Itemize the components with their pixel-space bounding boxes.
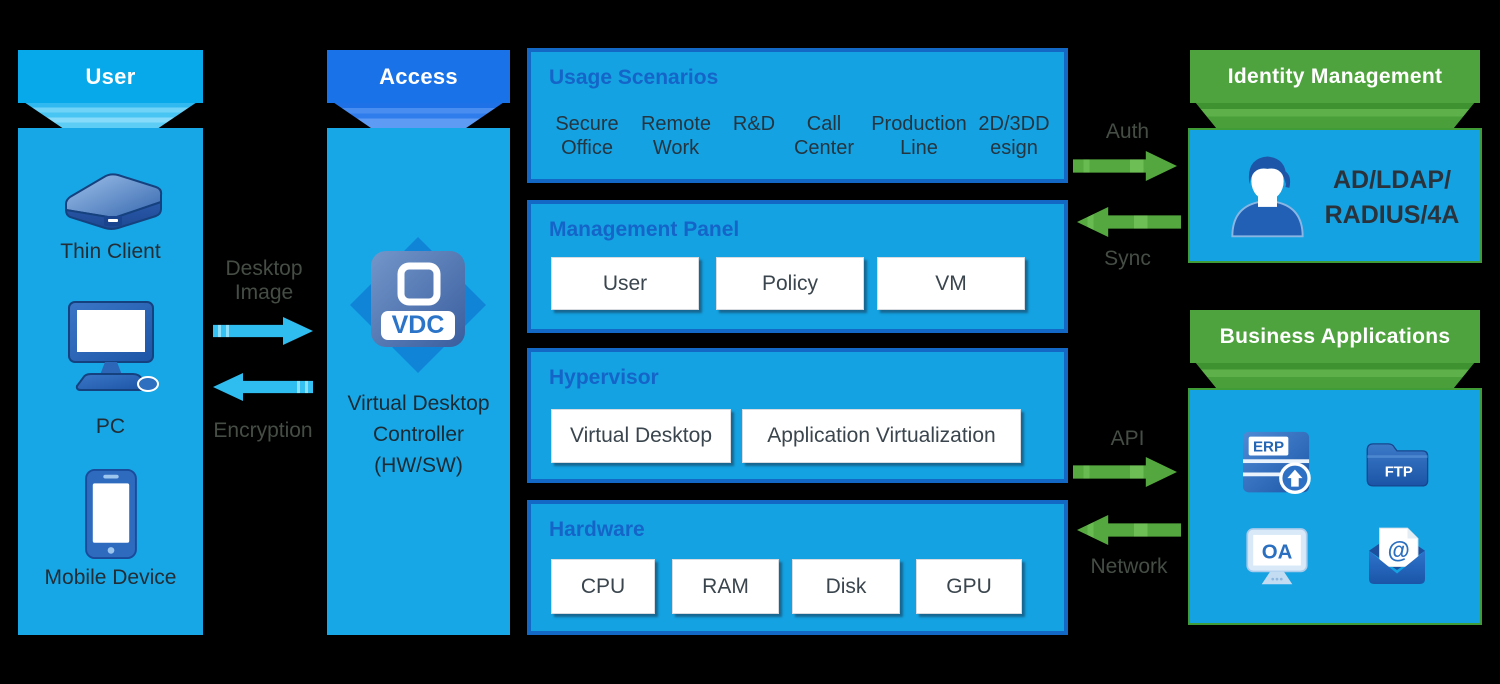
email-at-glyph: @: [1388, 537, 1410, 563]
user-panel-header: User: [18, 50, 203, 103]
access-panel-title: Access: [379, 63, 458, 89]
identity-funnel-shape: [1195, 103, 1475, 128]
hardware-box-disk: Disk: [792, 559, 900, 614]
hardware-box-gpu: GPU: [916, 559, 1022, 614]
sync-arrow-icon: [1077, 207, 1181, 237]
identity-panel-body: AD/LDAP/ RADIUS/4A: [1188, 128, 1482, 263]
mobile-phone-icon: [85, 468, 137, 560]
hardware-panel: Hardware CPU RAM Disk GPU: [527, 500, 1068, 635]
encryption-arrow-icon: [213, 373, 313, 401]
identity-protocols-text: AD/LDAP/ RADIUS/4A: [1324, 166, 1460, 229]
hardware-box-ram: RAM: [672, 559, 779, 614]
vdc-badge-text: VDC: [392, 311, 445, 339]
desktop-image-label: Desktop Image: [225, 257, 303, 304]
ftp-label: FTP: [1385, 464, 1413, 480]
identity-management-header: Identity Management: [1190, 50, 1480, 103]
hardware-box-cpu: CPU: [551, 559, 655, 614]
auth-label: Auth: [1105, 120, 1150, 143]
user-panel-body: Thin Client PC Mobile Device: [18, 128, 203, 635]
auth-arrow-icon: [1073, 151, 1177, 181]
oa-monitor-icon: OA: [1246, 528, 1308, 585]
sync-label: Sync: [1104, 247, 1151, 270]
management-box-policy: Policy: [716, 257, 864, 310]
management-panel: Management Panel User Policy VM: [527, 200, 1068, 333]
user-headset-icon: [1231, 156, 1304, 238]
business-applications-header: Business Applications: [1190, 310, 1480, 363]
business-panel-body: ERP FTP OA: [1188, 388, 1482, 625]
hypervisor-box-app-virtualization: Application Virtualization: [742, 409, 1021, 463]
hypervisor-panel: Hypervisor Virtual Desktop Application V…: [527, 348, 1068, 483]
email-icon: @: [1369, 527, 1425, 584]
business-funnel-shape: [1195, 363, 1475, 388]
access-panel-body: VDC Virtual Desktop Controller (HW/SW): [327, 128, 510, 635]
usage-item-rd: R&D: [732, 113, 776, 135]
management-box-user: User: [551, 257, 699, 310]
network-arrow-icon: [1077, 515, 1181, 545]
management-box-vm: VM: [877, 257, 1025, 310]
desktop-image-arrow-icon: [213, 317, 313, 345]
hypervisor-box-virtual-desktop: Virtual Desktop: [551, 409, 731, 463]
network-label: Network: [1090, 555, 1168, 578]
api-label: API: [1110, 427, 1145, 450]
hypervisor-title: Hypervisor: [549, 366, 659, 389]
user-funnel-shape: [25, 103, 196, 128]
mobile-device-label: Mobile Device: [44, 566, 177, 589]
user-panel-title: User: [85, 63, 136, 89]
vdc-caption: Virtual Desktop Controller (HW/SW): [347, 392, 490, 477]
ftp-folder-icon: FTP: [1366, 443, 1429, 487]
erp-label: ERP: [1253, 439, 1284, 456]
pc-icon: [68, 301, 159, 392]
api-arrow-icon: [1073, 457, 1177, 487]
oa-label: OA: [1262, 542, 1293, 564]
thin-client-icon: [64, 173, 163, 230]
access-funnel-shape: [334, 103, 503, 128]
hardware-title: Hardware: [549, 518, 645, 541]
business-applications-title: Business Applications: [1219, 324, 1451, 348]
encryption-label: Encryption: [213, 419, 313, 442]
erp-icon: ERP: [1243, 431, 1311, 494]
identity-management-title: Identity Management: [1227, 64, 1443, 88]
pc-label: PC: [95, 415, 126, 438]
thin-client-label: Thin Client: [60, 240, 161, 263]
access-panel-header: Access: [327, 50, 510, 103]
management-panel-title: Management Panel: [549, 218, 740, 241]
usage-scenarios-title: Usage Scenarios: [549, 66, 719, 89]
vdc-icon: VDC: [350, 237, 486, 373]
